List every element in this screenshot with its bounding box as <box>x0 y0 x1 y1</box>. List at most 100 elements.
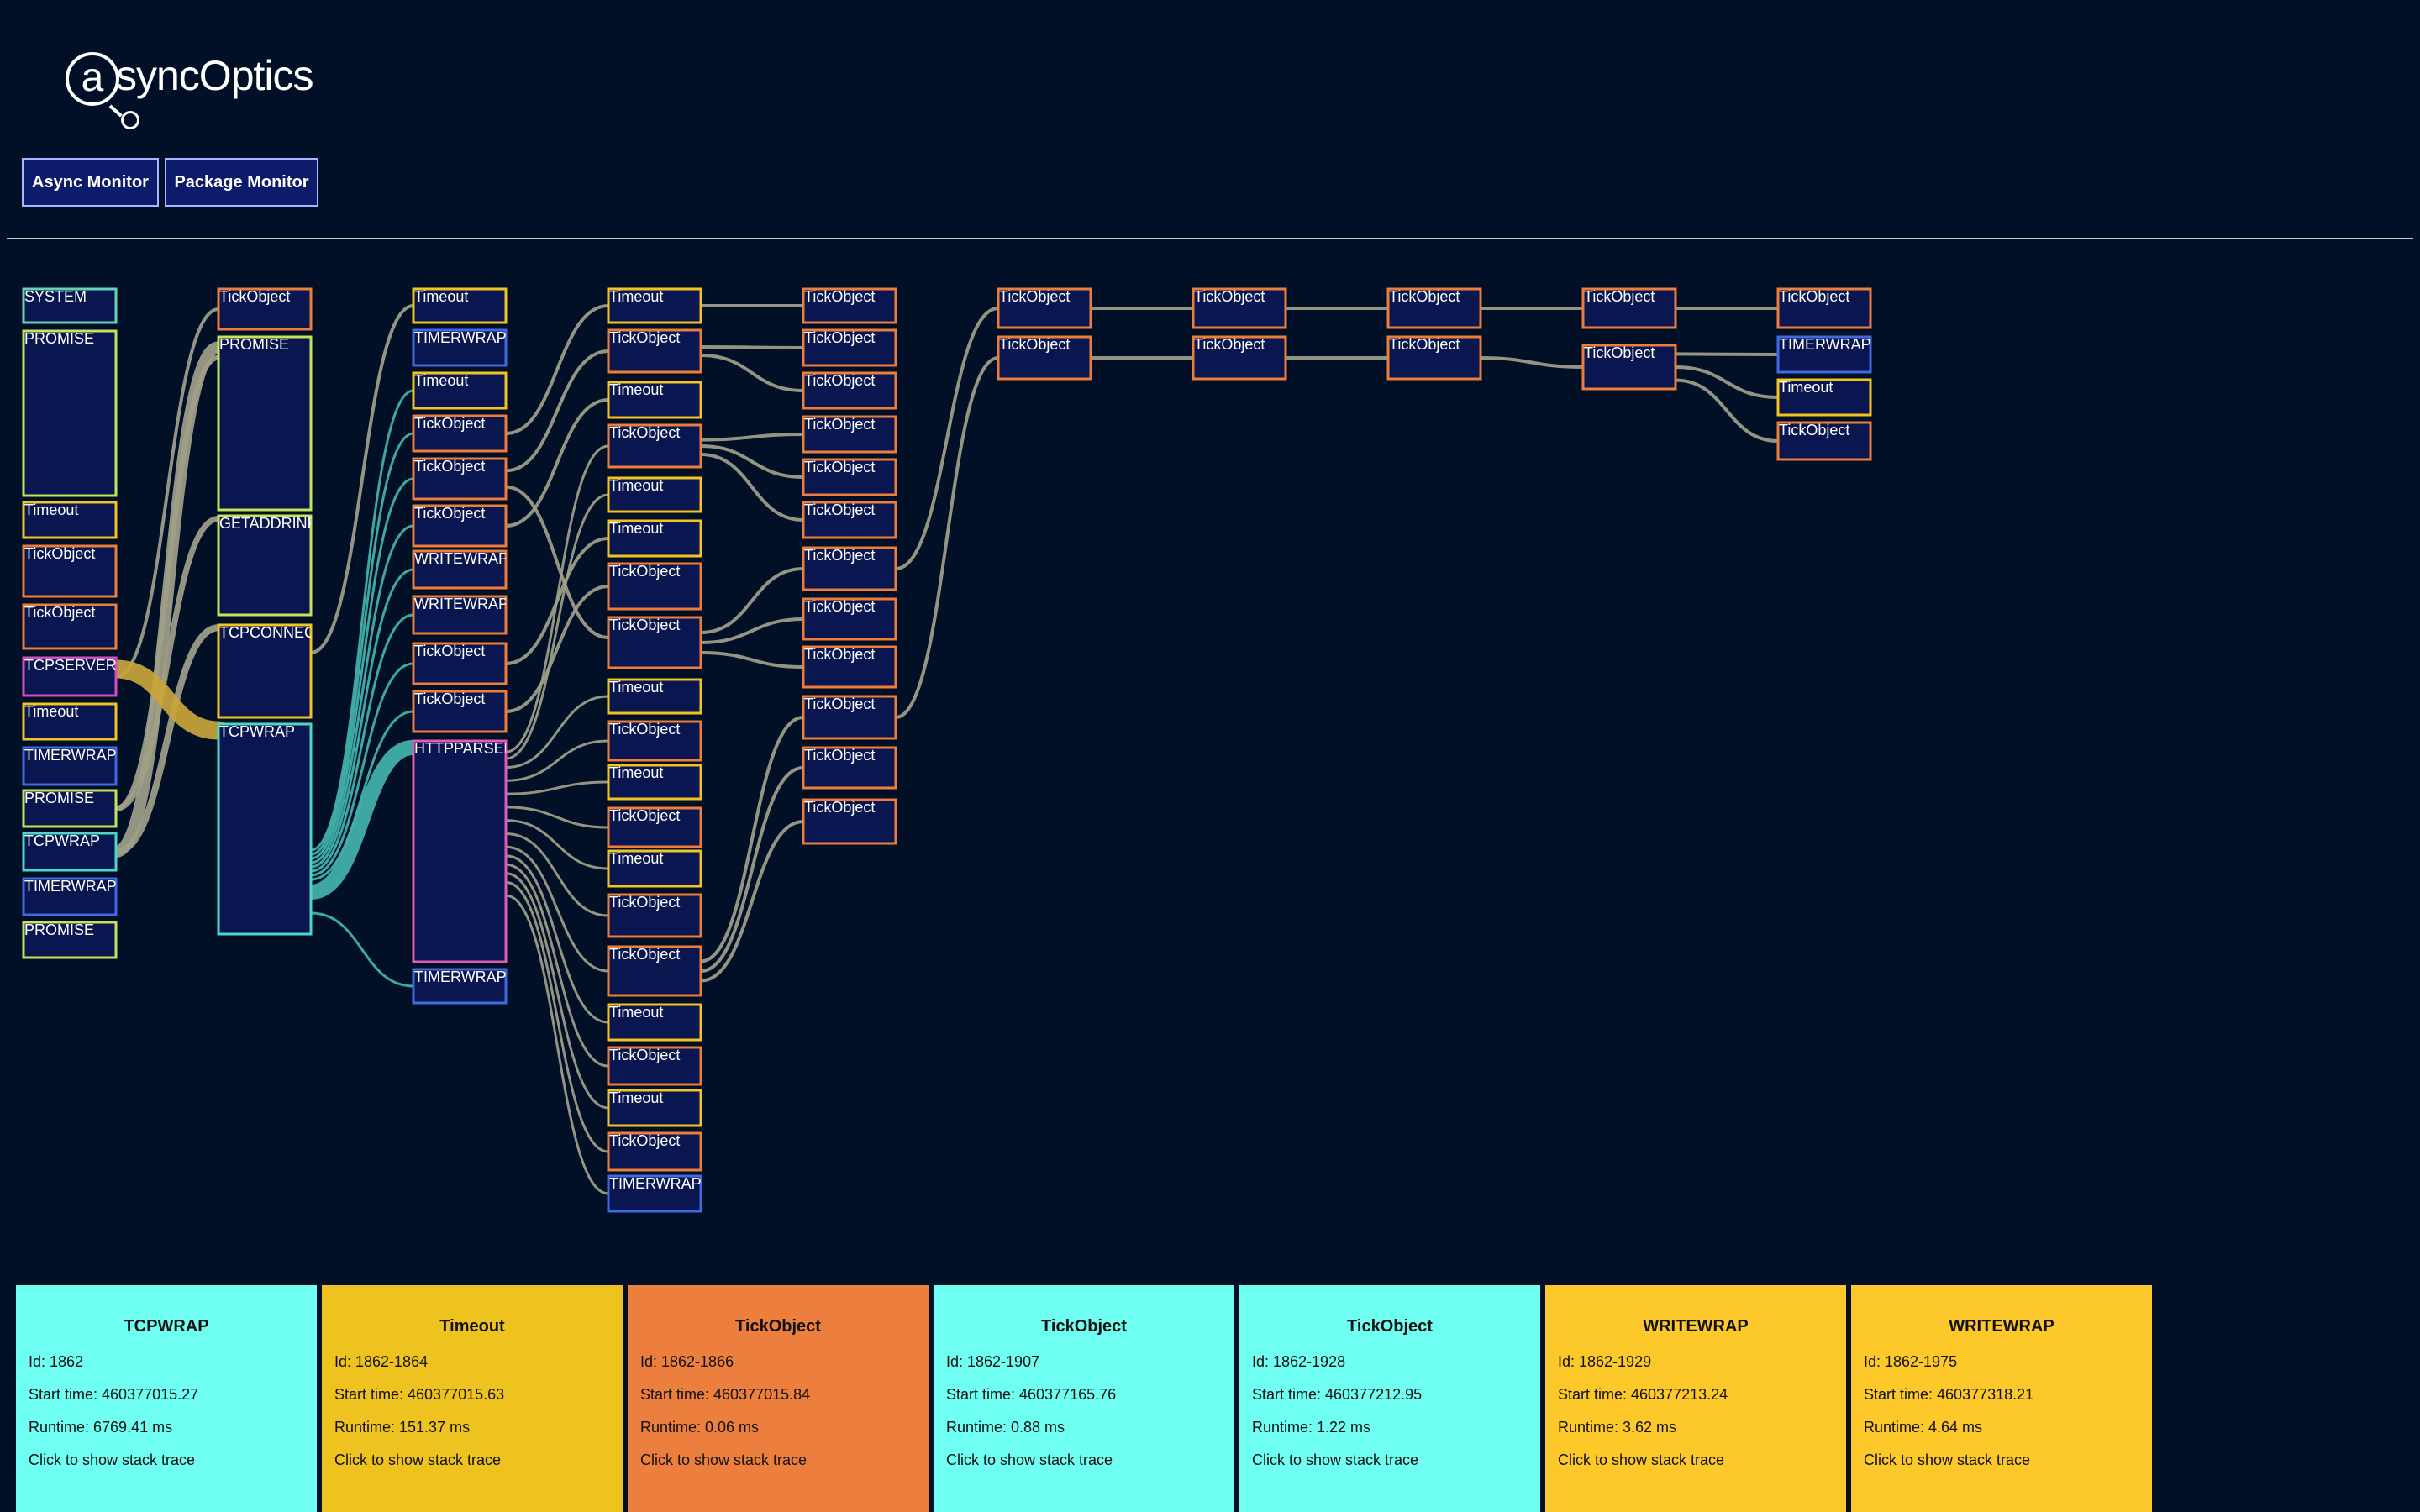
node-tcpconnectwrap[interactable]: TCPCONNECTWRAP <box>217 623 370 719</box>
node-tcpwrap[interactable]: TCPWRAP <box>217 722 313 936</box>
node-timeout[interactable]: Timeout <box>22 501 118 539</box>
node-tickobject[interactable]: TickObject <box>802 501 897 539</box>
node-tickobject[interactable]: TickObject <box>997 287 1092 329</box>
node-timeout[interactable]: Timeout <box>607 381 702 419</box>
node-timeout[interactable]: Timeout <box>607 849 702 888</box>
node-label: TCPWRAP <box>24 832 100 849</box>
node-tickobject[interactable]: TickObject <box>1192 335 1287 381</box>
show-stack-trace-link[interactable]: Click to show stack trace <box>334 1452 502 1468</box>
graph-link <box>504 485 610 639</box>
node-tickobject[interactable]: TickObject <box>412 414 508 453</box>
node-tickobject[interactable]: TickObject <box>802 645 897 689</box>
card-start-time: Start time: 460377015.63 <box>334 1386 505 1403</box>
node-timeout[interactable]: Timeout <box>22 702 118 741</box>
node-tickobject[interactable]: TickObject <box>997 335 1092 381</box>
node-httpparser[interactable]: HTTPPARSER <box>412 739 515 963</box>
node-label: PROMISE <box>24 921 94 938</box>
node-tickobject[interactable]: TickObject <box>607 893 702 938</box>
node-tickobject[interactable]: TickObject <box>802 371 897 410</box>
node-tickobject[interactable]: TickObject <box>802 597 897 641</box>
node-promise[interactable]: PROMISE <box>22 329 118 497</box>
node-timerwrap[interactable]: TIMERWRAP <box>22 877 118 916</box>
node-tickobject[interactable]: TickObject <box>607 806 702 848</box>
node-tickobject[interactable]: TickObject <box>607 616 702 669</box>
node-tickobject[interactable]: TickObject <box>1386 335 1482 381</box>
node-promise[interactable]: PROMISE <box>217 335 313 512</box>
node-tickobject[interactable]: TickObject <box>802 695 897 740</box>
node-tickobject[interactable]: TickObject <box>1192 287 1287 329</box>
node-tickobject[interactable]: TickObject <box>1386 287 1482 329</box>
node-writewrap[interactable]: WRITEWRAP <box>412 549 508 590</box>
node-writewrap[interactable]: WRITEWRAP <box>412 595 508 635</box>
node-timerwrap[interactable]: TIMERWRAP <box>607 1174 702 1213</box>
show-stack-trace-link[interactable]: Click to show stack trace <box>1864 1452 2031 1468</box>
node-label: Timeout <box>1779 379 1833 396</box>
node-tickobject[interactable]: TickObject <box>607 720 702 762</box>
node-tickobject[interactable]: TickObject <box>412 690 508 733</box>
graph-link <box>504 845 610 973</box>
package-monitor-button[interactable]: Package Monitor <box>165 158 318 207</box>
show-stack-trace-link[interactable]: Click to show stack trace <box>640 1452 808 1468</box>
show-stack-trace-link[interactable]: Click to show stack trace <box>29 1452 196 1468</box>
node-tickobject[interactable]: TickObject <box>1776 421 1872 461</box>
node-timerwrap[interactable]: TIMERWRAP <box>412 968 508 1005</box>
node-timeout[interactable]: Timeout <box>607 1089 702 1127</box>
node-timeout[interactable]: Timeout <box>607 519 702 558</box>
graph-link <box>309 389 415 852</box>
node-tickobject[interactable]: TickObject <box>217 287 313 331</box>
node-tickobject[interactable]: TickObject <box>607 945 702 997</box>
node-timeout[interactable]: Timeout <box>607 678 702 715</box>
node-tickobject[interactable]: TickObject <box>22 603 118 650</box>
card-id: Id: 1862-1975 <box>1864 1353 1958 1370</box>
node-promise[interactable]: PROMISE <box>22 921 118 959</box>
node-timeout[interactable]: Timeout <box>607 476 702 513</box>
node-tickobject[interactable]: TickObject <box>607 1131 702 1172</box>
node-tickobject[interactable]: TickObject <box>1581 344 1677 391</box>
node-timeout[interactable]: Timeout <box>412 371 508 410</box>
node-timerwrap[interactable]: TIMERWRAP <box>412 328 508 367</box>
show-stack-trace-link[interactable]: Click to show stack trace <box>946 1452 1113 1468</box>
node-tickobject[interactable]: TickObject <box>802 458 897 496</box>
node-tickobject[interactable]: TickObject <box>802 746 897 790</box>
node-promise[interactable]: PROMISE <box>22 789 118 828</box>
node-tickobject[interactable]: TickObject <box>1776 287 1872 329</box>
node-tickobject[interactable]: TickObject <box>1581 287 1677 329</box>
node-tcpserverwrap[interactable]: TCPSERVERWRAP <box>22 656 161 697</box>
node-timerwrap[interactable]: TIMERWRAP <box>22 746 118 786</box>
node-tickobject[interactable]: TickObject <box>607 1046 702 1086</box>
node-tickobject[interactable]: TickObject <box>412 457 508 501</box>
node-tickobject[interactable]: TickObject <box>412 504 508 548</box>
node-timeout[interactable]: Timeout <box>412 287 508 324</box>
show-stack-trace-link[interactable]: Click to show stack trace <box>1252 1452 1419 1468</box>
node-label: TickObject <box>1584 344 1655 361</box>
node-system[interactable]: SYSTEM <box>22 287 118 324</box>
node-label: TIMERWRAP <box>24 878 117 895</box>
node-tickobject[interactable]: TickObject <box>802 546 897 591</box>
node-tickobject[interactable]: TickObject <box>412 642 508 685</box>
node-tickobject[interactable]: TickObject <box>802 798 897 845</box>
node-tickobject[interactable]: TickObject <box>802 415 897 454</box>
node-tickobject[interactable]: TickObject <box>607 328 702 374</box>
node-tickobject[interactable]: TickObject <box>607 423 702 469</box>
node-tickobject[interactable]: TickObject <box>607 562 702 611</box>
node-getaddrinforeqwrap[interactable]: GETADDRINFOREQWRAP <box>217 514 407 617</box>
node-timeout[interactable]: Timeout <box>607 287 702 324</box>
async-monitor-button[interactable]: Async Monitor <box>22 158 159 207</box>
node-timerwrap[interactable]: TIMERWRAP <box>1776 335 1872 374</box>
node-timeout[interactable]: Timeout <box>607 764 702 801</box>
node-label: TickObject <box>804 747 875 764</box>
show-stack-trace-link[interactable]: Click to show stack trace <box>1558 1452 1725 1468</box>
node-tickobject[interactable]: TickObject <box>802 287 897 324</box>
node-tickobject[interactable]: TickObject <box>22 544 118 598</box>
node-timeout[interactable]: Timeout <box>607 1003 702 1042</box>
node-tickobject[interactable]: TickObject <box>802 328 897 367</box>
node-timeout[interactable]: Timeout <box>1776 378 1872 417</box>
node-tcpwrap[interactable]: TCPWRAP <box>22 832 118 872</box>
